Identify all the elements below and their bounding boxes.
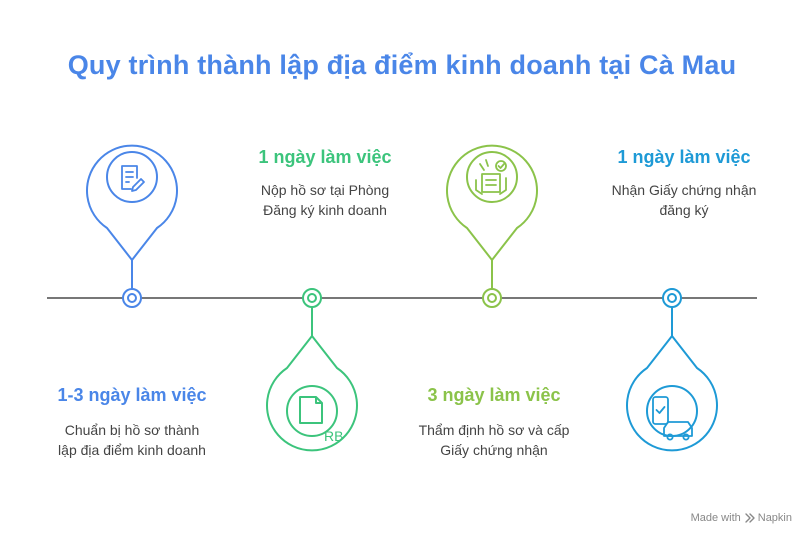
made-with-footer: Made with Napkin [691, 512, 792, 524]
step-3-description: Thẩm định hồ sơ và cấp Giấy chứng nhận [384, 420, 604, 460]
step-1-description: Chuẩn bị hồ sơ thành lập địa điểm kinh d… [32, 420, 232, 460]
file-icon-text: RB [324, 428, 343, 444]
brand-logo: Napkin [745, 512, 792, 524]
step-4-duration: 1 ngày làm việc [617, 147, 751, 167]
brand-name: Napkin [757, 512, 792, 524]
step-1-duration: 1-3 ngày làm việc [57, 385, 207, 405]
step-4-description-line-2: đăng ký [659, 202, 709, 218]
document-edit-icon [121, 165, 145, 192]
step-3-description-line-2: Giấy chứng nhận [440, 442, 548, 458]
step-2-description-line-1: Nộp hồ sơ tại Phòng [260, 182, 390, 198]
made-with-label: Made with [690, 512, 741, 524]
step-1-description-line-1: Chuẩn bị hồ sơ thành [64, 422, 200, 438]
step-2-description: Nộp hồ sơ tại Phòng Đăng ký kinh doanh [225, 180, 425, 220]
step-2-duration: 1 ngày làm việc [258, 147, 392, 167]
page-title: Quy trình thành lập địa điểm kinh doanh … [67, 50, 737, 80]
file-submit-icon [299, 396, 323, 424]
napkin-icon [745, 513, 755, 523]
step-3-pin [446, 144, 538, 308]
step-4-description-line-1: Nhận Giấy chứng nhận [611, 182, 757, 198]
step-1-pin [86, 144, 178, 308]
step-2-pin: RB [266, 288, 358, 452]
step-2-description-line-2: Đăng ký kinh doanh [263, 202, 387, 218]
step-4-pin [626, 288, 718, 452]
step-3-description-line-1: Thẩm định hồ sơ và cấp [418, 422, 570, 438]
step-3-duration: 3 ngày làm việc [427, 385, 561, 405]
step-1-description-line-2: lập địa điểm kinh doanh [58, 442, 206, 458]
phone-car-icon [652, 396, 693, 441]
checklist-approval-icon [475, 159, 507, 195]
step-4-description: Nhận Giấy chứng nhận đăng ký [584, 180, 784, 220]
